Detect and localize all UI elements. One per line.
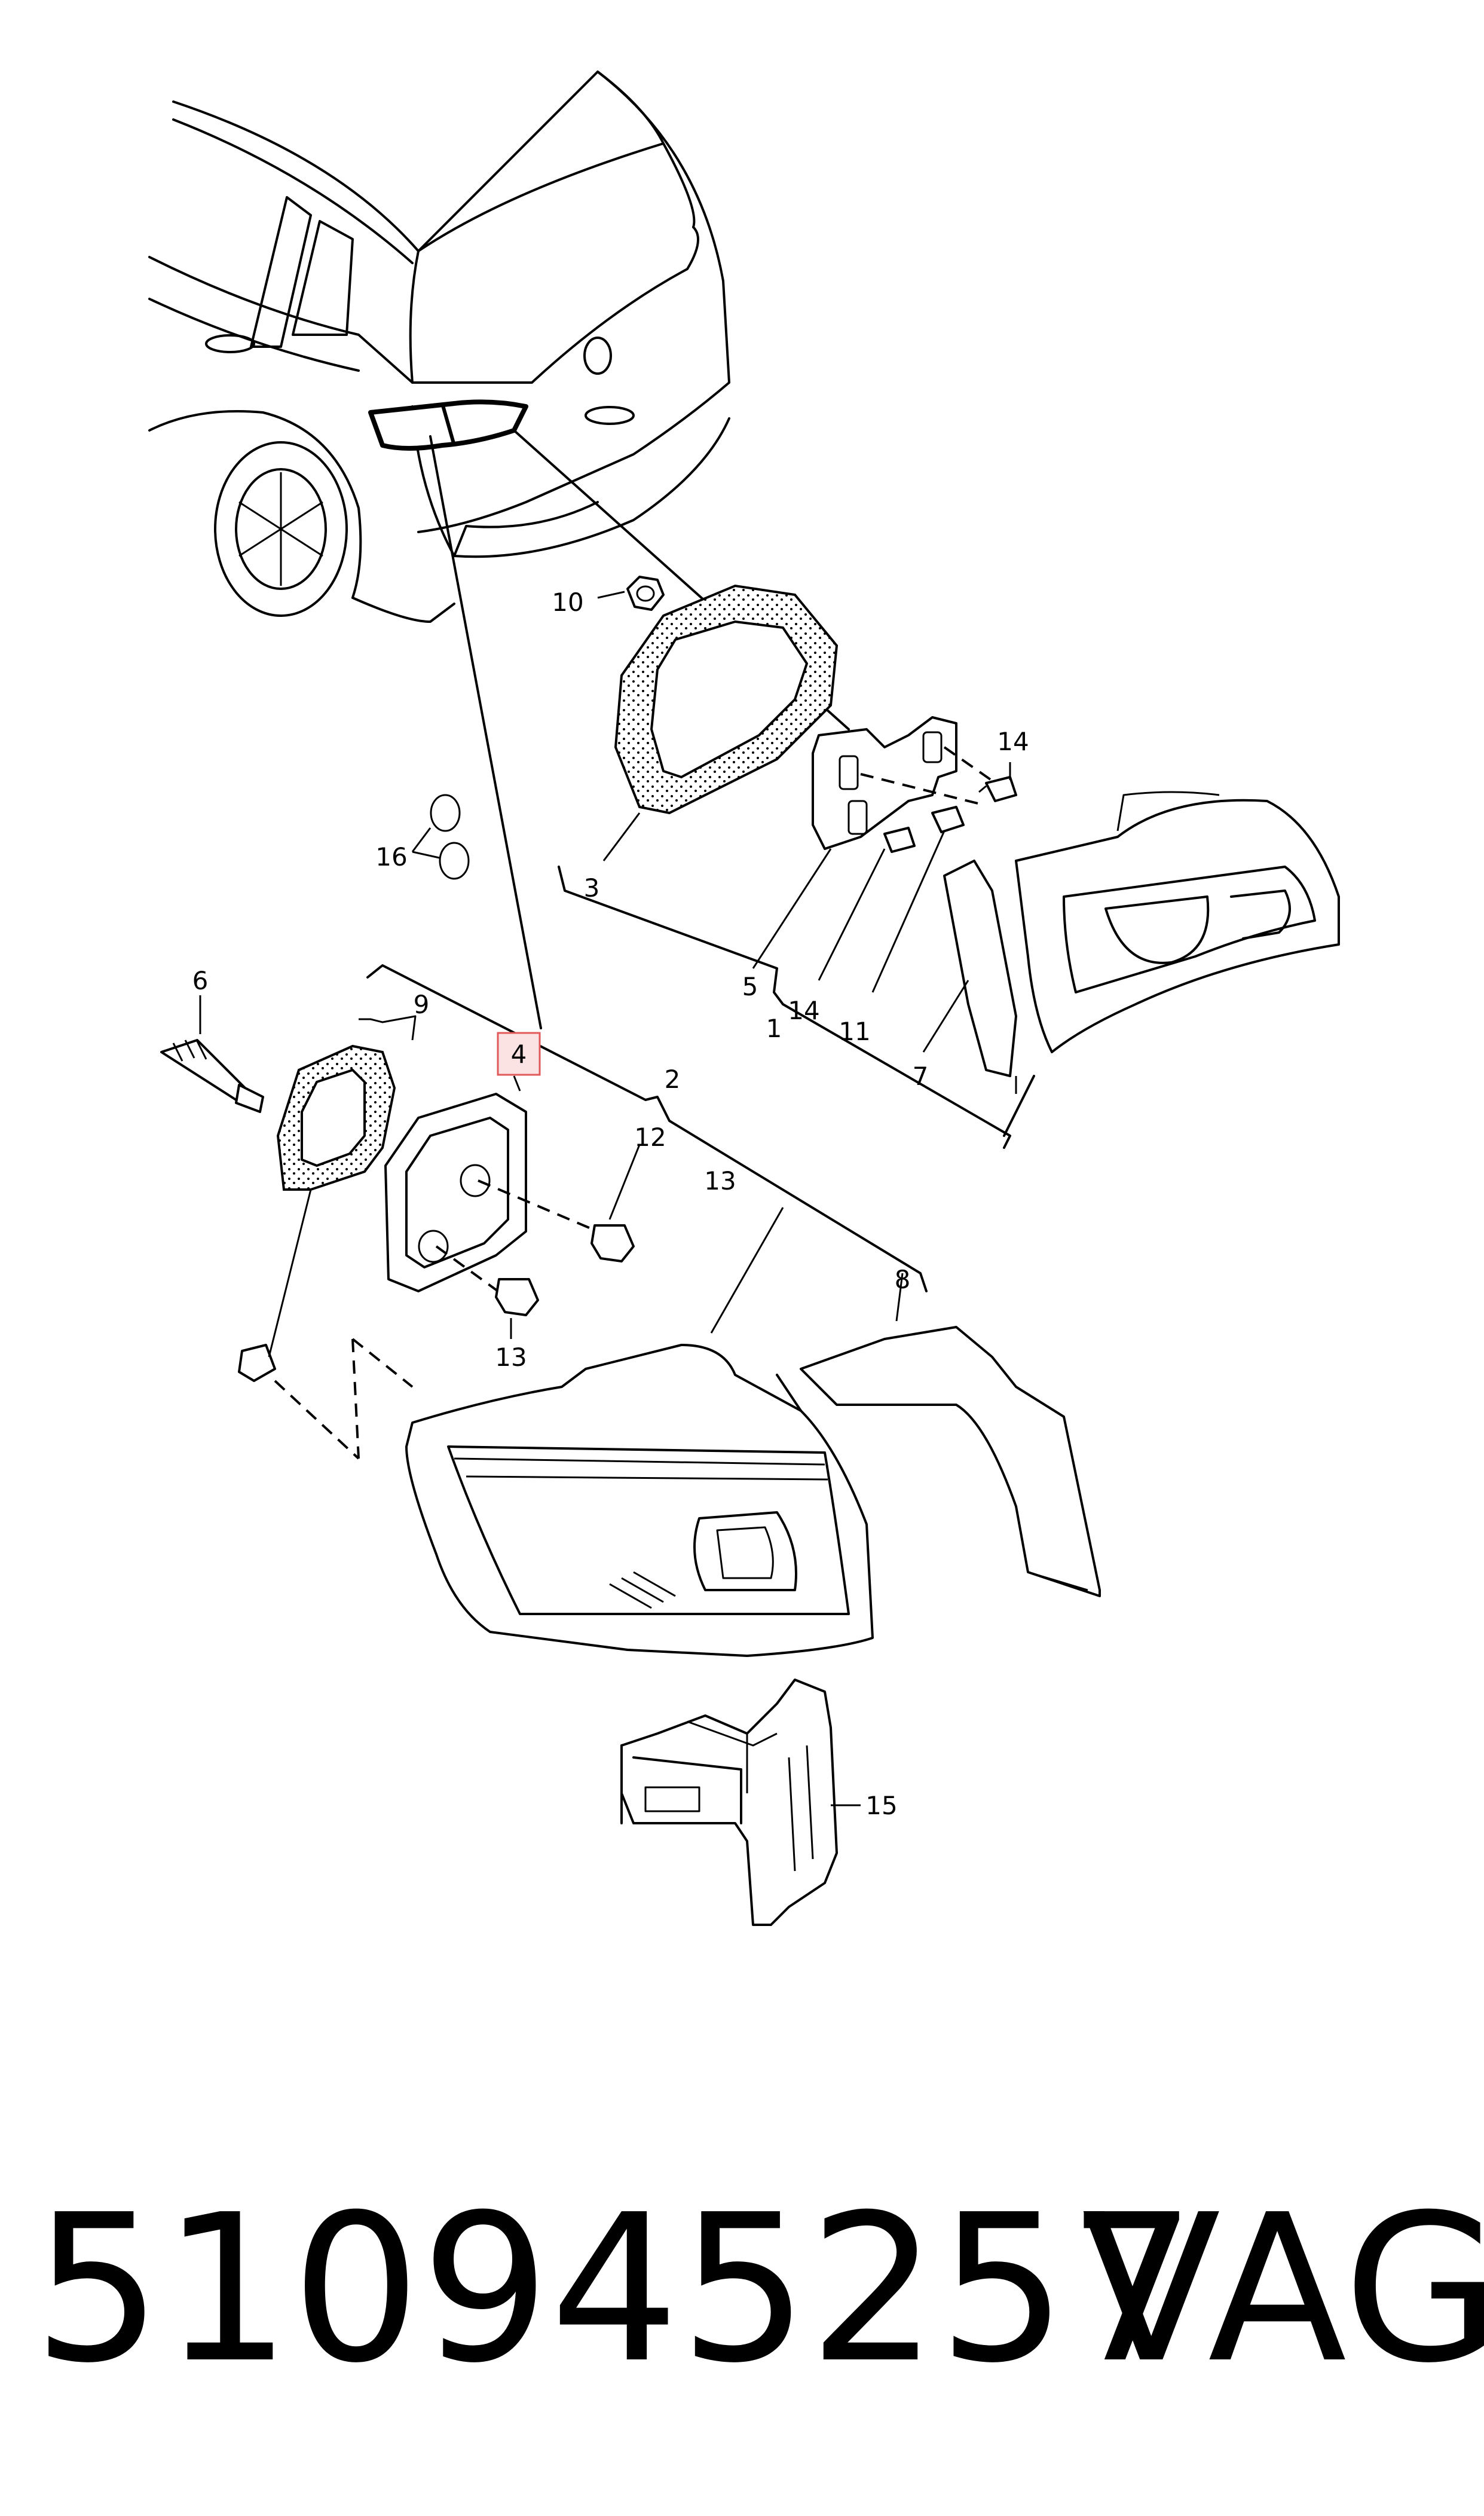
highlight-box-part-4 (497, 1032, 541, 1076)
callout-10: 10 (552, 588, 583, 617)
callout-13-upper: 13 (704, 1166, 736, 1196)
outer-taillight-housing (351, 1338, 874, 1657)
parts-diagram: 10 14 16 3 5 6 9 4 14 1 11 2 7 12 13 8 1… (148, 71, 1340, 1926)
part-number: 510945257 (33, 2171, 1197, 2408)
nut-part-small (238, 1189, 360, 1460)
callout-15: 15 (865, 1791, 897, 1820)
group-bracket-1 (558, 866, 1011, 1149)
callout-6: 6 (192, 966, 209, 995)
bulb-holder-part-5 (812, 716, 1005, 850)
callout-7: 7 (913, 1062, 929, 1091)
callout-5: 5 (742, 972, 758, 1001)
group-bracket-2 (366, 964, 928, 1292)
seal-part-8 (800, 1273, 1101, 1597)
bulb-holder-part-4 (384, 1093, 598, 1295)
lenses-part-16 (411, 794, 470, 880)
callout-11: 11 (839, 1017, 870, 1046)
callout-12: 12 (634, 1123, 666, 1152)
bracket-tick-1 (1003, 1075, 1035, 1137)
screw-part-6 (160, 995, 264, 1113)
gasket-part-3 (614, 584, 839, 815)
callout-1: 1 (766, 1014, 782, 1043)
seal-part-7 (943, 860, 1017, 1077)
bulb-part-13-lower (495, 1278, 539, 1339)
callout-13-lower: 13 (495, 1343, 527, 1372)
callout-2: 2 (665, 1065, 681, 1094)
callout-14-upper: 14 (997, 727, 1029, 756)
callout-14-lower: 14 (788, 996, 819, 1025)
callout-8: 8 (895, 1265, 911, 1294)
bulb-part-14-upper (978, 776, 1017, 802)
callout-16: 16 (375, 842, 407, 872)
gasket-part-9 (276, 1044, 396, 1191)
brand-name: VAG (1082, 2171, 1484, 2408)
leader-car-outer (429, 435, 542, 1029)
callout-9: 9 (414, 990, 430, 1019)
mounting-bracket-part-15 (620, 1679, 861, 1926)
bulb-part-11 (931, 806, 965, 833)
inner-taillight-lens (1015, 791, 1340, 1053)
bulb-part-12 (590, 1144, 641, 1262)
callout-4: 4 (511, 1040, 527, 1069)
callout-3: 3 (584, 873, 600, 903)
bulb-part-14-lower (883, 827, 916, 853)
car-rear-illustration (148, 71, 730, 623)
nut-part-10 (626, 576, 665, 611)
